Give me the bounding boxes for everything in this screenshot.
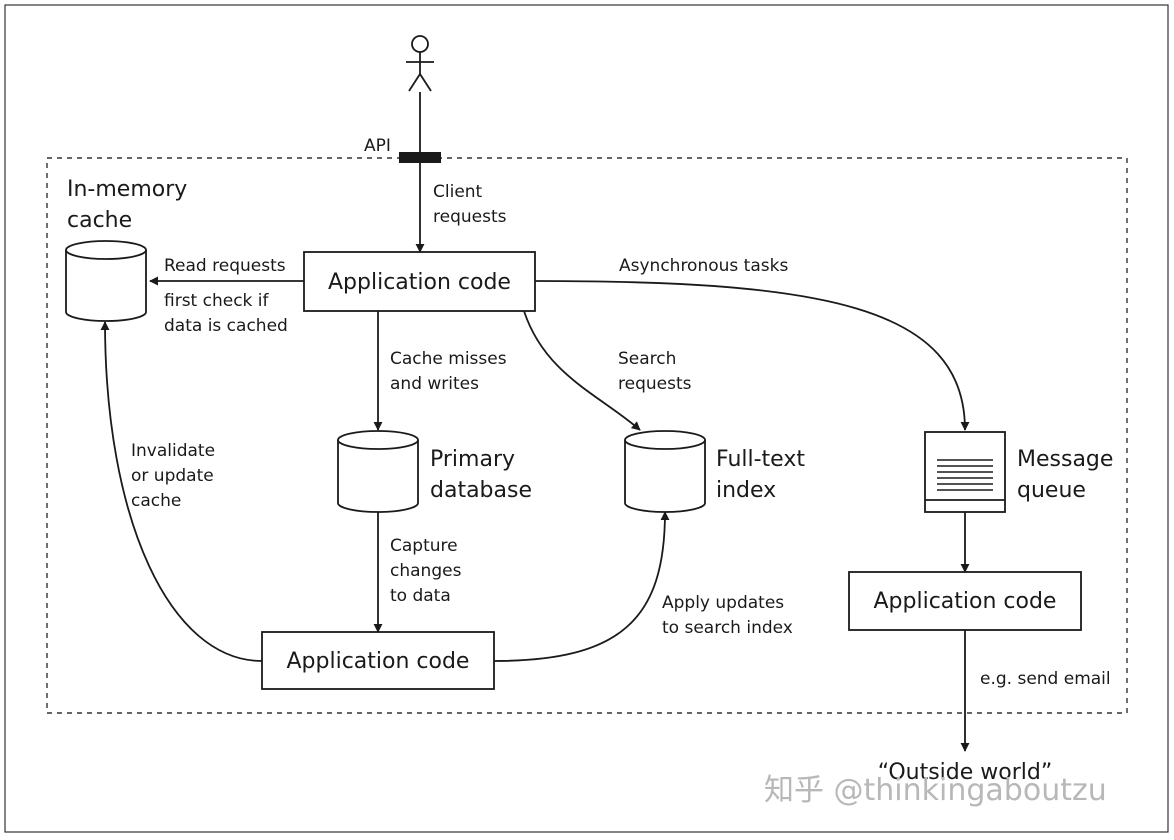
capture-changes-label-1: Capture — [390, 536, 458, 556]
invalidate-label-3: cache — [131, 491, 181, 511]
client-requests-label-1: Client — [433, 182, 483, 202]
app-code-top-box — [303, 251, 536, 312]
full-text-index-label-2: index — [716, 478, 776, 503]
search-requests-arrow — [523, 310, 641, 431]
app-code-bottom-label: Application code — [287, 649, 470, 674]
capture-changes-label-3: to data — [390, 586, 451, 606]
watermark: 知乎 @thinkingaboutzu — [764, 773, 1107, 808]
asynchronous-tasks-label: Asynchronous tasks — [619, 256, 788, 276]
apply-updates-arrow — [493, 511, 670, 662]
first-check-label-1: first check if — [164, 291, 270, 311]
api-bar — [399, 152, 441, 163]
in-memory-cache-cylinder — [65, 240, 147, 322]
primary-database-cylinder — [337, 430, 419, 513]
outside-world-label: “Outside world” — [878, 760, 1053, 785]
full-text-index-label-1: Full-text — [716, 447, 805, 472]
app-code-right-box — [848, 571, 1082, 631]
app-code-right-label: Application code — [874, 589, 1057, 614]
capture-changes-label-2: changes — [390, 561, 462, 581]
invalidate-cache-arrow — [100, 321, 263, 662]
full-text-index-cylinder — [624, 430, 706, 513]
primary-database-label-1: Primary — [430, 447, 515, 472]
cache-misses-label-1: Cache misses — [390, 349, 507, 369]
app-code-bottom-box — [261, 631, 495, 690]
primary-database-label-2: database — [430, 478, 532, 503]
client-requests-label-2: requests — [433, 207, 507, 227]
async-tasks-arrow — [534, 280, 970, 431]
send-email-label: e.g. send email — [980, 669, 1111, 689]
first-check-label-2: data is cached — [164, 316, 288, 336]
message-queue-label-2: queue — [1017, 478, 1086, 503]
read-requests-label: Read requests — [164, 256, 286, 276]
message-queue-lines — [937, 459, 993, 491]
apply-updates-label-1: Apply updates — [662, 593, 784, 613]
app-code-top-label: Application code — [328, 270, 511, 295]
user-icon — [406, 35, 434, 92]
invalidate-label-2: or update — [131, 466, 214, 486]
outer-frame — [4, 4, 1169, 833]
invalidate-label-1: Invalidate — [131, 441, 215, 461]
search-requests-label-2: requests — [618, 374, 692, 394]
api-label: API — [364, 136, 391, 156]
in-memory-cache-label-2: cache — [67, 208, 132, 233]
system-boundary — [46, 157, 1128, 714]
cache-misses-label-2: and writes — [390, 374, 479, 394]
in-memory-cache-label-1: In-memory — [67, 177, 187, 202]
message-queue-label-1: Message — [1017, 447, 1113, 472]
search-requests-label-1: Search — [618, 349, 676, 369]
apply-updates-label-2: to search index — [662, 618, 793, 638]
